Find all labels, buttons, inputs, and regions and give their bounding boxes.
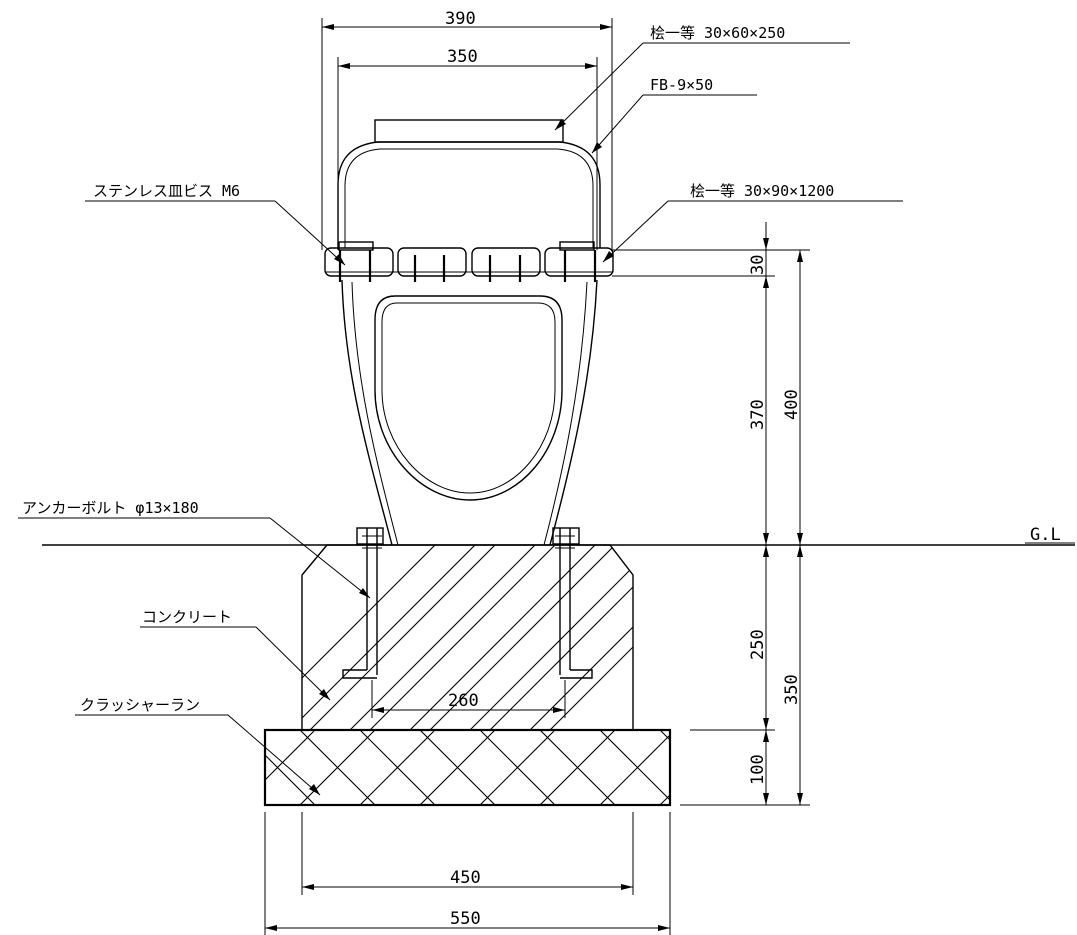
dim-leg-height: 370 [748, 399, 768, 430]
dim-foundation-depth: 350 [782, 674, 802, 705]
label-seat-board: 桧一等 30×90×1200 [690, 182, 834, 200]
top-cap-block [374, 119, 564, 143]
label-top-cap: 桧一等 30×60×250 [650, 24, 785, 42]
label-concrete: コンクリート [142, 608, 232, 626]
dim-gravel-depth: 100 [748, 754, 768, 785]
label-crusher-run: クラッシャーラン [80, 696, 200, 714]
concrete-foundation [301, 544, 634, 731]
dim-top-outer: 390 [445, 9, 476, 29]
anchor-bolt-left [342, 527, 384, 679]
dim-top-inner: 350 [447, 47, 478, 67]
ground-level-label: G.L [1030, 525, 1061, 545]
handle-frame [337, 141, 601, 248]
leader-lines [18, 42, 903, 796]
crusher-run-layer [263, 728, 672, 807]
dim-bolt-spacing: 260 [448, 691, 479, 711]
bottom-dimensions [264, 812, 671, 935]
dim-concrete-width: 450 [450, 868, 481, 888]
anchor-bolt-right [552, 527, 593, 679]
right-dimensions [612, 222, 810, 806]
label-flat-bar: FB-9×50 [650, 76, 713, 94]
bench-leg [341, 279, 598, 546]
stainless-screws [338, 250, 597, 282]
label-anchor-bolt: アンカーボルト φ13×180 [22, 499, 199, 517]
dim-concrete-depth: 250 [748, 629, 768, 660]
bolt-spacing-dimension [371, 680, 566, 718]
dim-gravel-width: 550 [450, 909, 481, 929]
seat-boards [324, 241, 614, 277]
dim-total-height: 400 [782, 389, 802, 420]
dim-board-thickness: 30 [748, 255, 768, 275]
label-screws: ステンレス皿ビス M6 [93, 182, 240, 200]
